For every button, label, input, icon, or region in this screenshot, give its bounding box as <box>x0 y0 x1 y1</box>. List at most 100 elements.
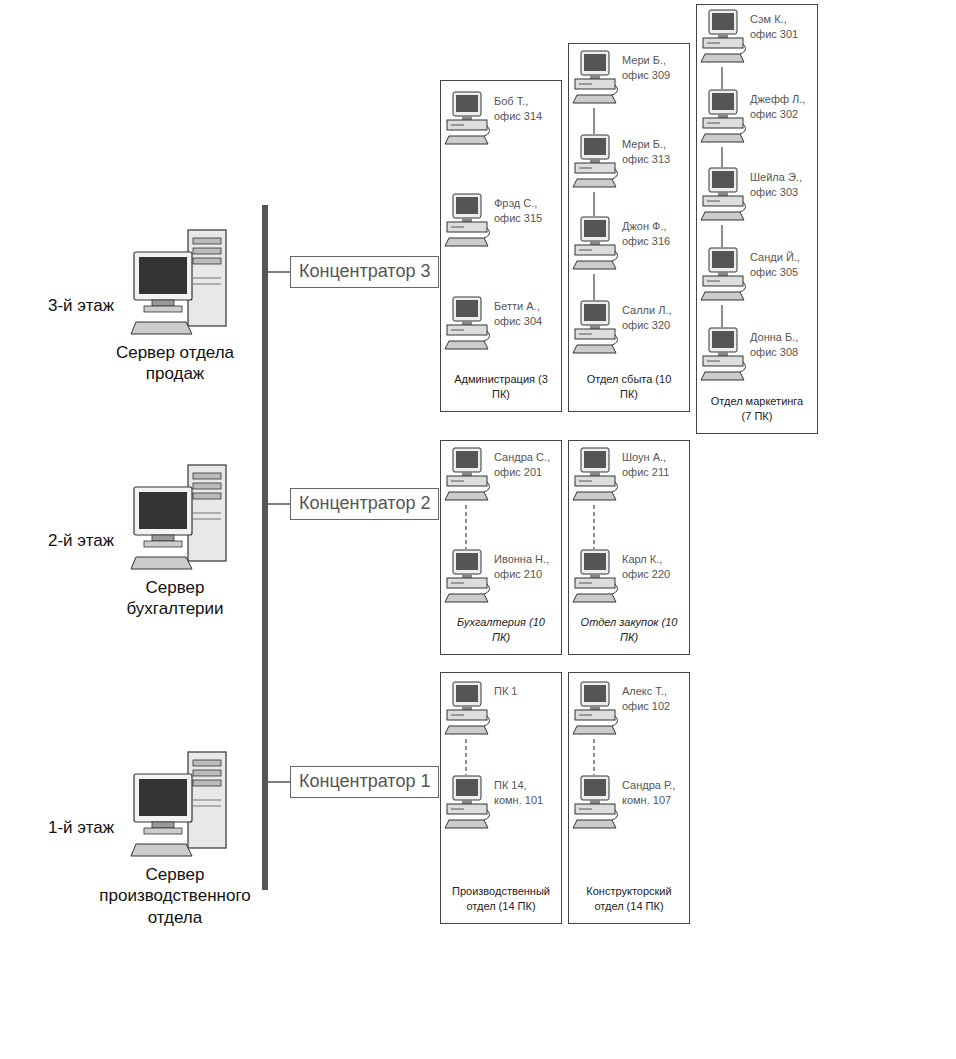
server-label: Сервер производственного отдела <box>96 864 254 928</box>
server-label: Сервер бухгалтерии <box>96 577 254 620</box>
workstation: Донна Б., офис 308 <box>700 327 814 385</box>
user-label: ПК 1 <box>494 684 556 699</box>
pc-icon <box>572 549 620 605</box>
server-station: 3-й этажСервер отдела продаж <box>30 228 260 428</box>
pc-icon <box>444 681 492 737</box>
workstation: Фрэд С., офис 315 <box>444 193 558 251</box>
server-station: 2-й этажСервер бухгалтерии <box>30 463 260 663</box>
pc-icon <box>444 447 492 503</box>
user-label: Джон Ф., офис 316 <box>622 219 684 249</box>
pc-icon <box>700 247 748 303</box>
department-label: Отдел сбыта (10 ПК) <box>579 372 679 402</box>
floor-label: 1-й этаж <box>48 818 114 838</box>
workstation: ПК 14, комн. 101 <box>444 775 558 833</box>
network-cable <box>721 305 722 327</box>
department-label: Администрация (3 ПК) <box>451 372 551 402</box>
pc-icon <box>700 9 748 65</box>
server-icon <box>130 750 230 860</box>
department-label: Конструкторский отдел (14 ПК) <box>579 884 679 914</box>
pc-icon <box>445 194 489 246</box>
pc-icon <box>701 248 745 300</box>
pc-icon <box>445 92 489 144</box>
server-icon <box>131 230 226 334</box>
workstation: Боб Т., офис 314 <box>444 91 558 149</box>
user-label: Санди Й., офис 305 <box>750 250 812 280</box>
pc-icon <box>572 775 620 831</box>
hub-box: Концентратор 2 <box>290 488 439 520</box>
hub-link <box>268 503 290 505</box>
department-box: Бухгалтерия (10 ПК) Сандра С., офис 201Ив… <box>440 440 562 655</box>
pc-icon <box>573 776 617 828</box>
department-box: Отдел сбыта (10 ПК) Мери Б., офис 309Мери… <box>568 43 690 412</box>
department-label: Отдел маркетинга (7 ПК) <box>707 394 807 424</box>
pc-icon <box>573 550 617 602</box>
server-label: Сервер отдела продаж <box>96 342 254 385</box>
user-label: Салли Л., офис 320 <box>622 303 684 333</box>
pc-icon <box>445 682 489 734</box>
workstation: Ивонна Н., офис 210 <box>444 549 558 607</box>
floor-label: 3-й этаж <box>48 296 114 316</box>
pc-icon <box>445 550 489 602</box>
network-cable <box>593 739 594 775</box>
department-box: Отдел маркетинга (7 ПК) Сэм К., офис 301Д… <box>696 4 818 434</box>
workstation: Санди Й., офис 305 <box>700 247 814 305</box>
pc-icon <box>572 216 620 272</box>
user-label: Алекс Т., офис 102 <box>622 684 684 714</box>
department-label: Производственный отдел (14 ПК) <box>451 884 551 914</box>
user-label: Шоун А., офис 211 <box>622 450 684 480</box>
pc-icon <box>444 91 492 147</box>
pc-icon <box>572 300 620 356</box>
server-station: 1-й этажСервер производственного отдела <box>30 750 260 950</box>
pc-icon <box>573 217 617 269</box>
user-label: Боб Т., офис 314 <box>494 94 556 124</box>
server-icon <box>131 465 226 569</box>
user-label: Джефф Л., офис 302 <box>750 92 812 122</box>
hub-link <box>268 271 290 273</box>
user-label: ПК 14, комн. 101 <box>494 778 556 808</box>
pc-icon <box>445 776 489 828</box>
pc-icon <box>573 448 617 500</box>
hub-box: Концентратор 1 <box>290 766 439 798</box>
workstation: Сандра Р., комн. 107 <box>572 775 686 833</box>
workstation: Джефф Л., офис 302 <box>700 89 814 147</box>
network-cable <box>465 739 466 775</box>
pc-icon <box>572 50 620 106</box>
hub-label: Концентратор 1 <box>299 771 430 791</box>
department-label: Бухгалтерия (10 ПК) <box>451 615 551 645</box>
user-label: Сэм К., офис 301 <box>750 12 812 42</box>
hub-label: Концентратор 3 <box>299 261 430 281</box>
pc-icon <box>700 327 748 383</box>
workstation: Бетти А., офис 304 <box>444 296 558 354</box>
pc-icon <box>573 51 617 103</box>
network-cable <box>593 274 594 300</box>
server-icon <box>130 228 230 338</box>
workstation: Сэм К., офис 301 <box>700 9 814 67</box>
workstation: Шейла Э., офис 303 <box>700 167 814 225</box>
network-cable <box>593 192 594 216</box>
pc-icon <box>573 682 617 734</box>
pc-icon <box>701 328 745 380</box>
hub-link <box>268 781 290 783</box>
user-label: Донна Б., офис 308 <box>750 330 812 360</box>
pc-icon <box>445 297 489 349</box>
workstation: Сандра С., офис 201 <box>444 447 558 505</box>
backbone-cable <box>262 205 268 890</box>
department-box: Производственный отдел (14 ПК) ПК 1 ПК 14,… <box>440 672 562 924</box>
workstation: Мери Б., офис 309 <box>572 50 686 108</box>
pc-icon <box>573 135 617 187</box>
pc-icon <box>444 193 492 249</box>
network-cable <box>593 108 594 134</box>
department-box: Отдел закупок (10 ПК)Шоун А., офис 211Ка… <box>568 440 690 655</box>
pc-icon <box>572 681 620 737</box>
user-label: Ивонна Н., офис 210 <box>494 552 556 582</box>
network-cable <box>721 67 722 89</box>
pc-icon <box>444 296 492 352</box>
workstation: Шоун А., офис 211 <box>572 447 686 505</box>
hub-label: Концентратор 2 <box>299 493 430 513</box>
network-cable <box>721 225 722 247</box>
department-box: Конструкторский отдел (14 ПК) Алекс Т., о… <box>568 672 690 924</box>
workstation: Мери Б., офис 313 <box>572 134 686 192</box>
user-label: Сандра С., офис 201 <box>494 450 556 480</box>
network-cable <box>465 505 466 549</box>
